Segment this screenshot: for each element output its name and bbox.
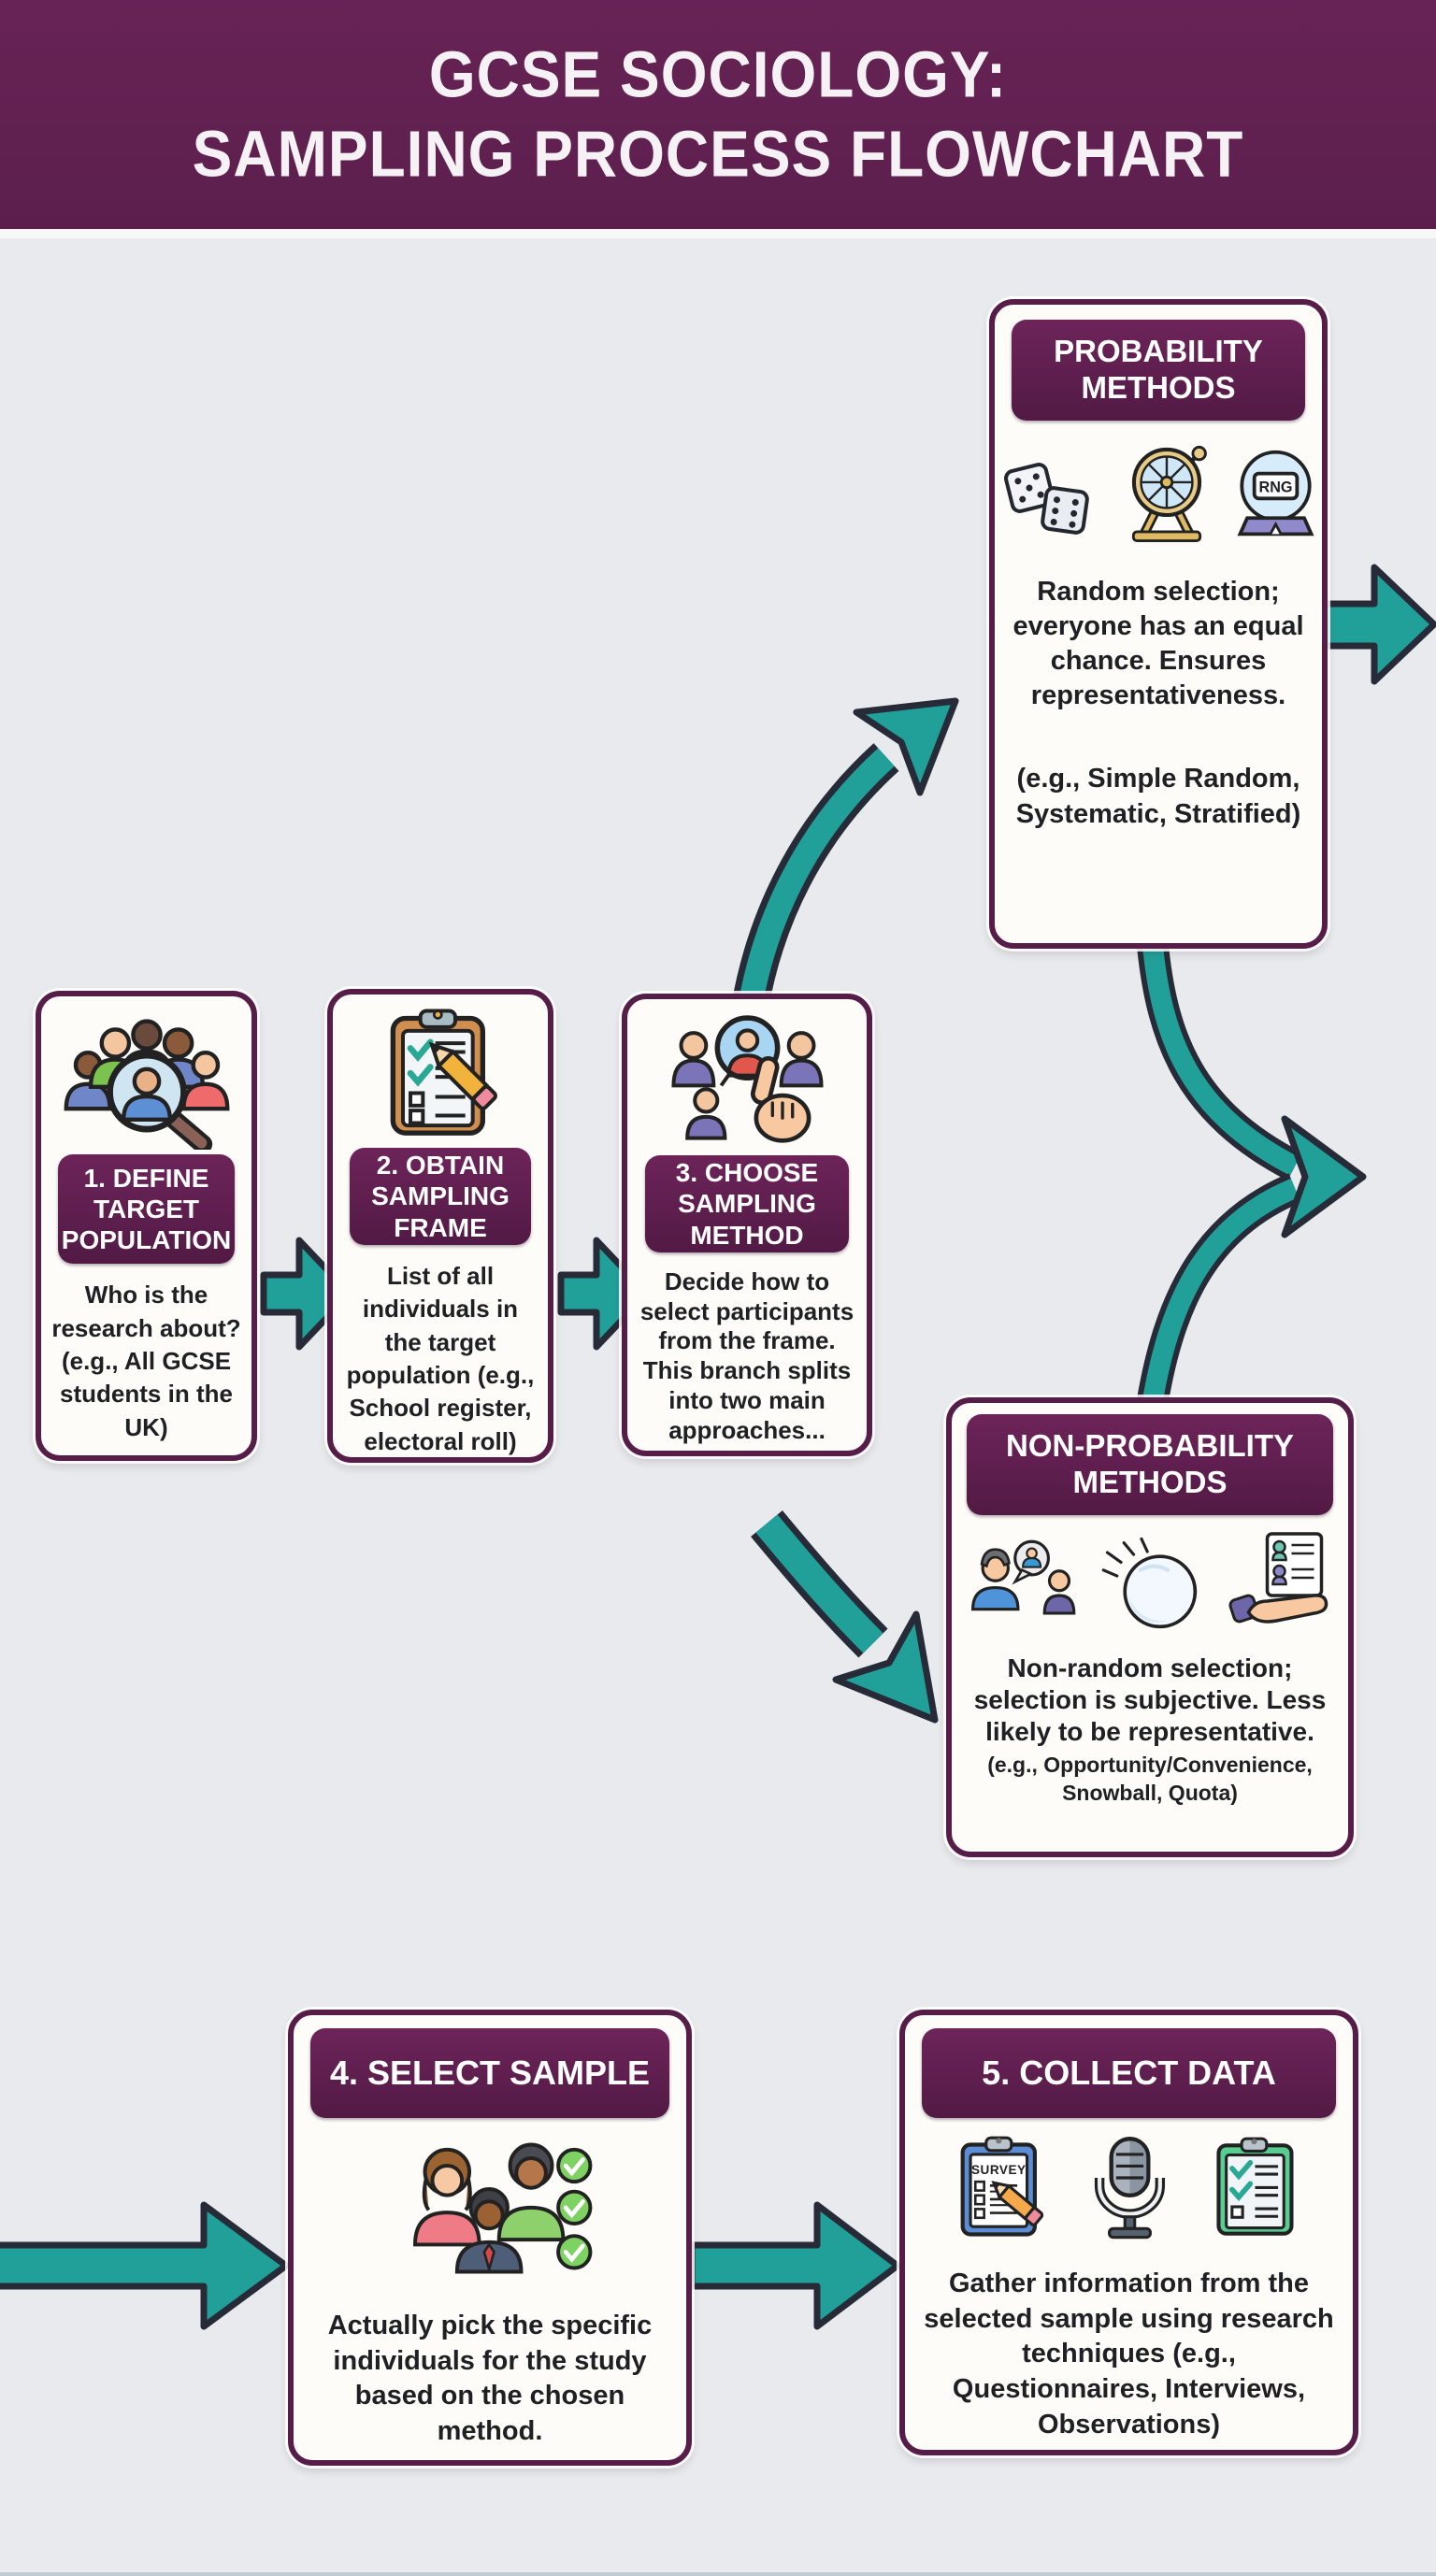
step2-header-pill: 2. OBTAIN SAMPLING FRAME	[350, 1148, 531, 1245]
arrow-merge-right	[1137, 944, 1367, 1403]
step3-body: Decide how to select participants from t…	[639, 1267, 854, 1444]
conversation-icon	[961, 1537, 1079, 1639]
arrow-step3-probability	[731, 697, 959, 1011]
probability-examples: (e.g., Simple Random, Systematic, Strati…	[1015, 764, 1301, 829]
step3-header-label: 3. CHOOSE SAMPLING METHOD	[675, 1158, 819, 1250]
step1-header-label: 1. DEFINE TARGET POPULATION	[61, 1164, 232, 1255]
probability-header-pill: PROBABILITY METHODS	[1012, 320, 1305, 421]
step2-card: 2. OBTAIN SAMPLING FRAME List of all ind…	[327, 989, 553, 1463]
nonprobability-header-pill: NON-PROBABILITY METHODS	[967, 1414, 1333, 1515]
step4-body: Actually pick the specific individuals f…	[327, 2311, 653, 2447]
pick-person-icon	[666, 1010, 829, 1155]
arrow-step1-step2	[260, 1237, 353, 1351]
checklist-icon	[1201, 2133, 1312, 2250]
survey-clipboard-icon: SURVEY	[947, 2133, 1059, 2250]
people-magnifier-icon	[58, 1008, 236, 1154]
nonprobability-examples: (e.g., Opportunity/Convenience, Snowball…	[987, 1753, 1313, 1806]
nonprobability-header-label: NON-PROBABILITY METHODS	[1006, 1428, 1294, 1499]
survey-label: SURVEY	[970, 2163, 1026, 2177]
probability-body: Random selection; everyone has an equal …	[1012, 577, 1304, 711]
nonprobability-card: NON-PROBABILITY METHODS	[946, 1397, 1354, 1857]
page-title-line2: SAMPLING PROCESS FLOWCHART	[192, 117, 1244, 191]
step2-body: List of all individuals in the target po…	[346, 1262, 535, 1455]
step1-card: 1. DEFINE TARGET POPULATION Who is the r…	[36, 991, 257, 1461]
title-bar: GCSE SOCIOLOGY: SAMPLING PROCESS FLOWCHA…	[0, 0, 1436, 238]
nonprobability-body: Non-random selection; selection is subje…	[973, 1653, 1327, 1747]
snowball-icon	[1098, 1537, 1210, 1639]
probability-card: PROBABILITY METHODS	[989, 299, 1328, 949]
microphone-icon	[1084, 2133, 1177, 2250]
rng-label: RNG	[1259, 479, 1293, 496]
spinning-wheel-icon	[1117, 441, 1216, 551]
selected-people-checkmarks-icon	[385, 2131, 596, 2290]
step1-body: Who is the research about? (e.g., All GC…	[51, 1281, 241, 1441]
step5-body: Gather information from the selected sam…	[924, 2268, 1334, 2440]
dice-icon	[994, 452, 1104, 551]
step3-header-pill: 3. CHOOSE SAMPLING METHOD	[645, 1155, 849, 1252]
arrow-probability-exit	[1316, 564, 1436, 685]
hand-with-list-icon	[1228, 1530, 1339, 1639]
step5-header-label: 5. COLLECT DATA	[982, 2054, 1276, 2093]
page-title-line1: GCSE SOCIOLOGY:	[428, 38, 1008, 111]
step4-header-label: 4. SELECT SAMPLE	[329, 2054, 651, 2093]
rng-machine-icon: RNG	[1229, 443, 1323, 551]
step5-card: 5. COLLECT DATA SURVEY	[899, 2010, 1358, 2455]
step2-header-label: 2. OBTAIN SAMPLING FRAME	[371, 1151, 510, 1242]
step4-header-pill: 4. SELECT SAMPLE	[310, 2028, 669, 2118]
step1-header-pill: 1. DEFINE TARGET POPULATION	[58, 1154, 235, 1265]
arrow-entry-step4	[0, 2201, 290, 2330]
probability-header-label: PROBABILITY METHODS	[1054, 334, 1263, 405]
step4-card: 4. SELECT SAMPLE	[288, 2010, 692, 2466]
clipboard-checklist-icon	[366, 1006, 515, 1148]
step3-card: 3. CHOOSE SAMPLING METHOD Decide how to …	[622, 994, 872, 1456]
arrow-step4-step5	[688, 2201, 901, 2330]
step5-header-pill: 5. COLLECT DATA	[922, 2028, 1336, 2118]
arrow-step3-nonprobability	[751, 1510, 939, 1724]
